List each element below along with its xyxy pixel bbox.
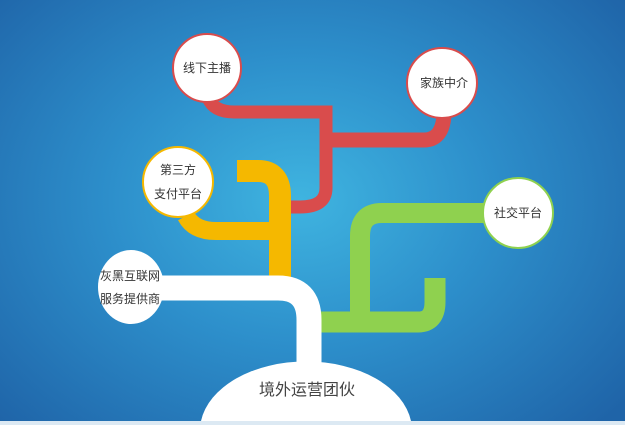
node-family-agency[interactable]: 家族中介: [406, 47, 478, 119]
red-branch-family-agency: [326, 115, 452, 148]
yellow-branch-top: [237, 160, 291, 278]
green-branch-bottom: [320, 278, 446, 333]
node-label-line2: 服务提供商: [100, 291, 160, 306]
root-label: 境外运营团伙: [259, 380, 355, 399]
node-label: 线下主播: [183, 61, 231, 75]
node-social-platform[interactable]: 社交平台: [482, 177, 554, 249]
yellow-branch-payment: [178, 211, 280, 240]
white-branch-service: [160, 275, 322, 368]
node-third-party-payment[interactable]: 第三方 支付平台: [142, 146, 214, 218]
node-label-line1: 灰黑互联网: [100, 269, 160, 283]
node-label: 家族中介: [420, 75, 468, 90]
green-branch-social: [350, 203, 488, 322]
node-label: 社交平台: [494, 205, 542, 220]
red-branch-offline-anchor: [202, 95, 333, 214]
node-label-line2: 支付平台: [154, 186, 202, 201]
node-offline-anchor[interactable]: 线下主播: [172, 33, 242, 103]
root-node[interactable]: 境外运营团伙: [201, 361, 411, 421]
bottom-strip: [0, 421, 625, 425]
node-gray-internet-service[interactable]: 灰黑互联网 服务提供商: [98, 250, 164, 324]
node-label-line1: 第三方: [160, 162, 196, 177]
